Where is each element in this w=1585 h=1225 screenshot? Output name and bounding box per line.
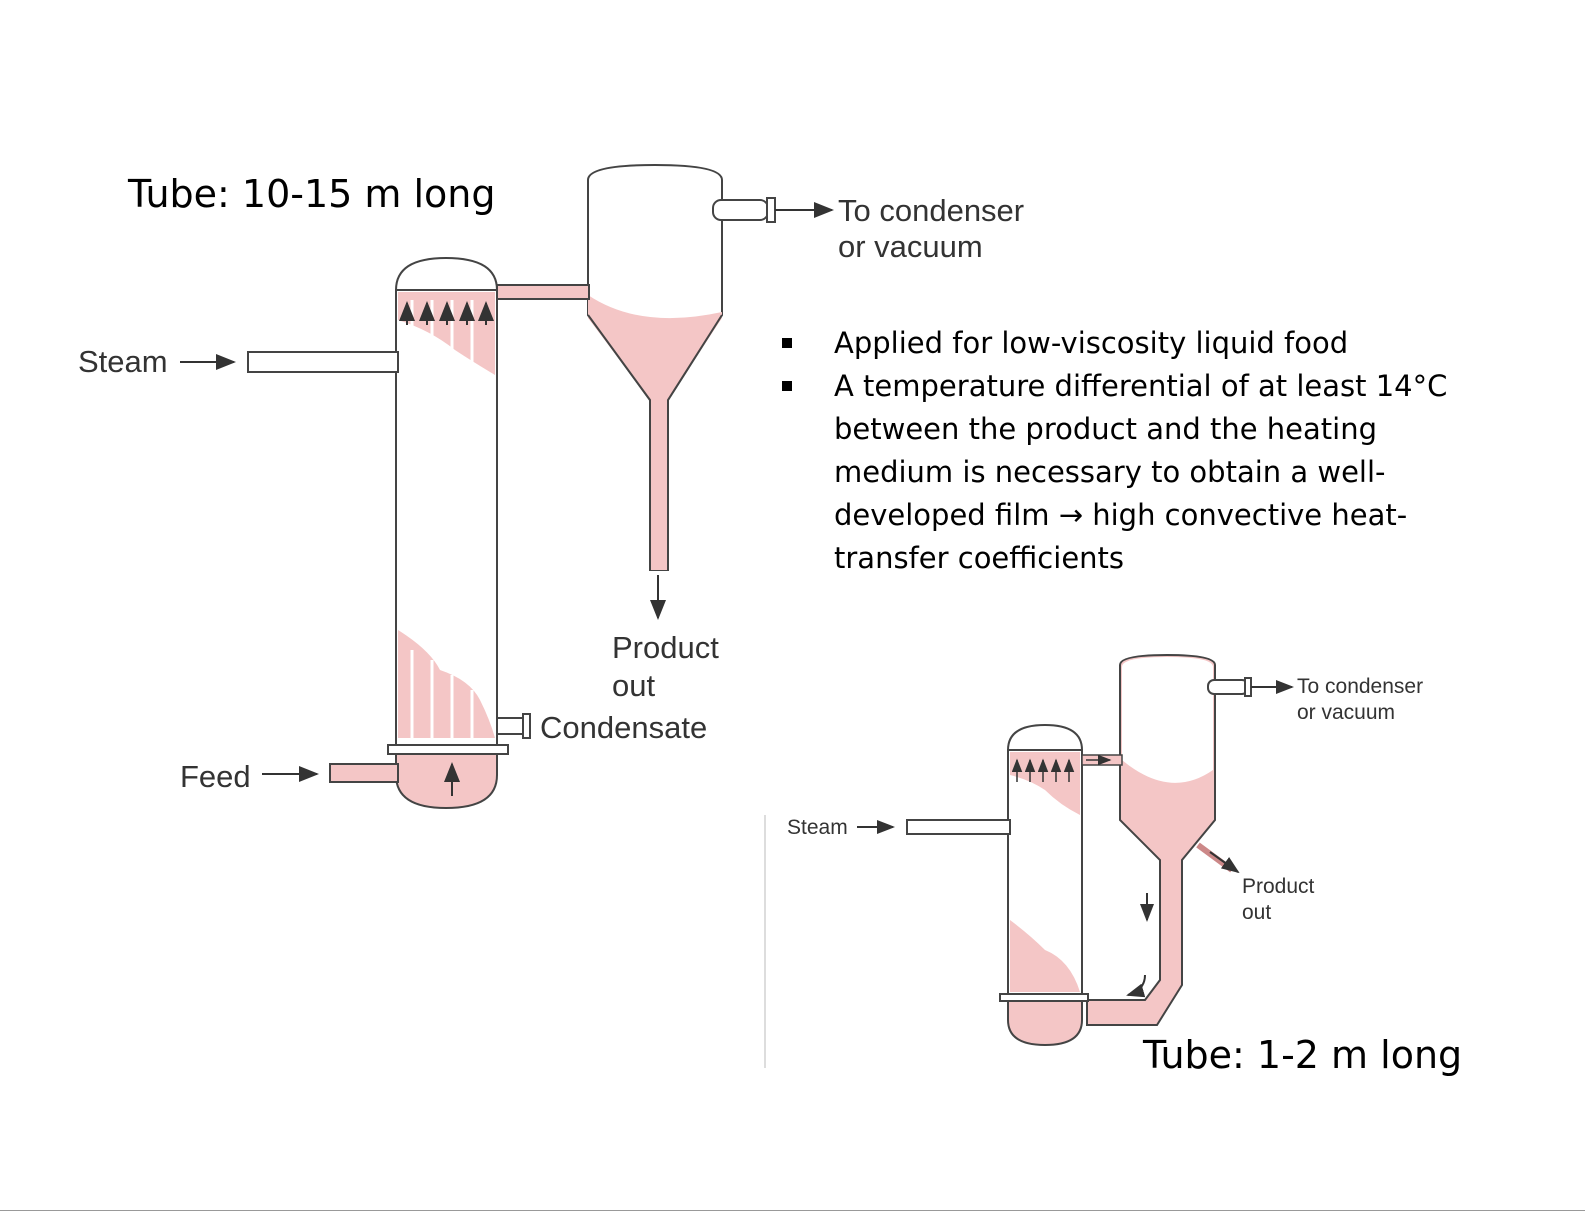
product-label: Product xyxy=(612,630,719,665)
product-label-small: Product xyxy=(1242,875,1315,898)
calandria-dome xyxy=(394,256,499,291)
to-condenser-label-small: To condenser xyxy=(1297,675,1423,698)
or-vacuum-label-small: or vacuum xyxy=(1297,701,1395,724)
bullet-text: A temperature differential of at least 1… xyxy=(834,369,1448,575)
short-tube-evaporator-diagram: To condenser or vacuum Product out Steam xyxy=(764,653,1423,1068)
bullet-marker xyxy=(782,338,792,348)
feed-label: Feed xyxy=(180,759,251,794)
separator-liquid xyxy=(588,295,722,570)
bottom-head xyxy=(395,753,498,810)
bullet-item: A temperature differential of at least 1… xyxy=(780,365,1480,580)
steam-label: Steam xyxy=(78,344,168,379)
footer-divider xyxy=(0,1210,1585,1211)
steam-label-small: Steam xyxy=(787,816,848,839)
out-label: out xyxy=(612,668,655,703)
to-condenser-label: To condenser xyxy=(838,193,1024,228)
bullet-marker xyxy=(782,381,792,391)
tube-length-caption-short: Tube: 1-2 m long xyxy=(1143,1033,1463,1077)
or-vacuum-label: or vacuum xyxy=(838,229,983,264)
bullet-list: Applied for low-viscosity liquid food A … xyxy=(780,322,1480,580)
condensate-label: Condensate xyxy=(540,710,707,745)
long-tube-evaporator-diagram: To condenser or vacuum Steam Condensate … xyxy=(78,163,1024,810)
out-label-small: out xyxy=(1242,901,1271,924)
tube-length-caption-long: Tube: 10-15 m long xyxy=(128,172,496,216)
bullet-text: Applied for low-viscosity liquid food xyxy=(834,326,1349,360)
bullet-item: Applied for low-viscosity liquid food xyxy=(780,322,1480,365)
